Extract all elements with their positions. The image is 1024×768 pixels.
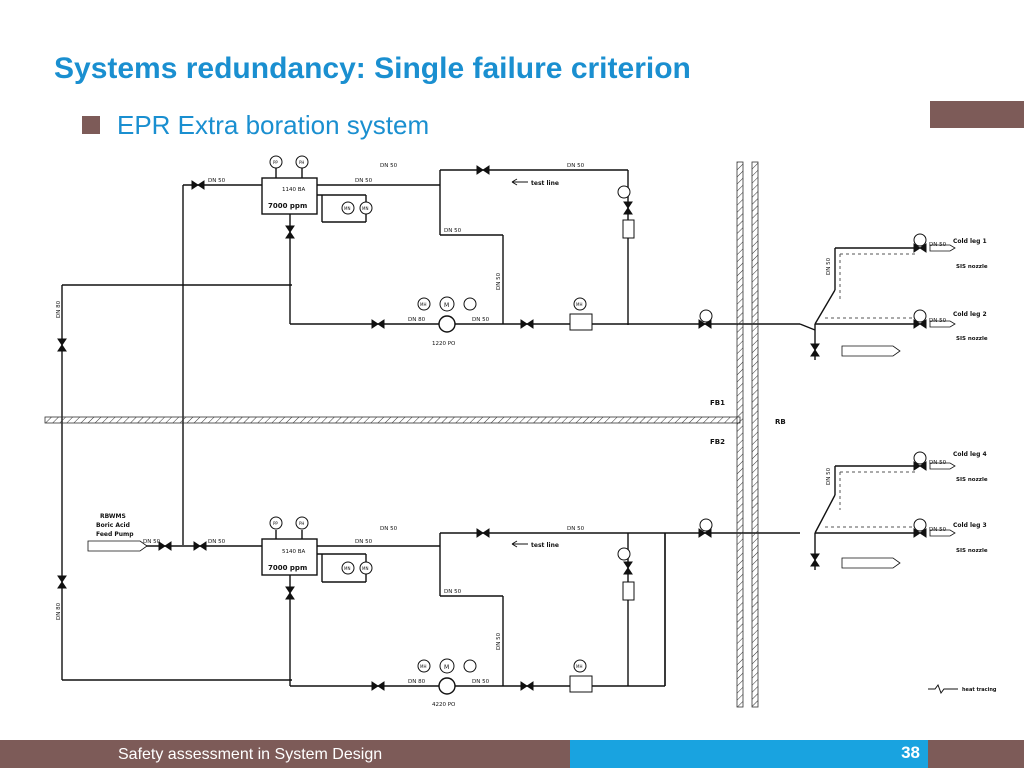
footer-right-block <box>928 740 1024 768</box>
instrument-tag: M <box>444 664 449 671</box>
dn-label: DN 50 <box>567 526 585 532</box>
dn-label: DN 50 <box>208 539 226 545</box>
instrument-tag: MH <box>420 664 426 669</box>
footer-left-block <box>0 740 110 768</box>
fb2-label: FB2 <box>710 438 725 446</box>
footer-blue-block <box>570 740 928 768</box>
dn-label-vertical: DN 50 <box>826 467 832 485</box>
instrument-tag: PP <box>273 160 278 165</box>
bullet-text: EPR Extra boration system <box>117 110 430 140</box>
dn-label: DN 50 <box>355 539 373 545</box>
pump-top-id: 1220 PO <box>432 341 456 347</box>
dn-label: DN 50 <box>380 526 398 532</box>
instrument-tag: M <box>444 302 449 309</box>
page-number: 38 <box>901 743 920 762</box>
test-line-label: test line <box>531 542 559 549</box>
instrument-tag: MN <box>362 206 368 211</box>
cold-leg-1-label: Cold leg 1 <box>953 238 987 245</box>
sis-nozzle-label: SIS nozzle <box>956 264 988 270</box>
instrument-tag: PH <box>299 521 304 526</box>
rb-label: RB <box>775 418 786 426</box>
dn-label-vertical: DN 50 <box>496 272 502 290</box>
instrument-tag: MN <box>362 566 368 571</box>
instrument-tag: MH <box>576 664 582 669</box>
slide-title: Systems redundancy: Single failure crite… <box>54 52 691 85</box>
dn-label: DN 80 <box>408 679 426 685</box>
dn-label: DN 50 <box>444 228 462 234</box>
fb1-label: FB1 <box>710 399 725 407</box>
dn-label-vertical: DN 80 <box>56 300 62 318</box>
sis-nozzle-label: SIS nozzle <box>956 477 988 483</box>
dn-label: DN 50 <box>143 539 161 545</box>
instrument-tag: PP <box>273 521 278 526</box>
dn-label: DN 50 <box>380 163 398 169</box>
dn-label-vertical: DN 50 <box>496 632 502 650</box>
instrument-tag: MH <box>576 302 582 307</box>
instrument-tag: MN <box>344 206 350 211</box>
tank-bottom-id: 5140 BA <box>282 549 306 555</box>
bullet-square-icon <box>82 116 100 134</box>
dn-label-vertical: DN 50 <box>826 257 832 275</box>
heat-tracing-legend: heat tracing <box>962 687 997 693</box>
dn-label: DN 50 <box>929 527 947 533</box>
cold-leg-2-label: Cold leg 2 <box>953 311 987 318</box>
instrument-tag: MH <box>420 302 426 307</box>
tank-top-concentration: 7000 ppm <box>268 202 307 210</box>
footer-text: Safety assessment in System Design <box>118 746 383 763</box>
cold-leg-3-label: Cold leg 3 <box>953 522 987 529</box>
title-accent-bar <box>930 101 1024 128</box>
dn-label: DN 50 <box>208 178 226 184</box>
tank-top-id: 1140 BA <box>282 187 306 193</box>
dn-label: DN 50 <box>355 178 373 184</box>
dn-label: DN 50 <box>929 318 947 324</box>
footer-text-block <box>110 740 570 768</box>
dn-label: DN 80 <box>408 317 426 323</box>
pump-bottom-id: 4220 PO <box>432 702 456 708</box>
rbwms-label: RBWMS <box>100 513 126 520</box>
dn-label: DN 50 <box>472 679 490 685</box>
dn-label: DN 50 <box>929 242 947 248</box>
boration-system-diagram: 1140 BA 7000 ppm 5140 BA 7000 ppm 1220 P… <box>44 155 997 708</box>
sis-nozzle-label: SIS nozzle <box>956 548 988 554</box>
dn-label: DN 50 <box>929 460 947 466</box>
rbwms-label: Boric Acid <box>96 522 130 529</box>
instrument-tag: PH <box>299 160 304 165</box>
dn-label-vertical: DN 80 <box>56 602 62 620</box>
dn-label: DN 50 <box>472 317 490 323</box>
sis-nozzle-label: SIS nozzle <box>956 336 988 342</box>
test-line-label: test line <box>531 180 559 187</box>
dn-label: DN 50 <box>444 589 462 595</box>
tank-bottom-concentration: 7000 ppm <box>268 564 307 572</box>
cold-leg-4-label: Cold leg 4 <box>953 451 987 458</box>
dn-label: DN 50 <box>567 163 585 169</box>
rbwms-label: Feed Pump <box>96 531 134 538</box>
instrument-tag: MN <box>344 566 350 571</box>
